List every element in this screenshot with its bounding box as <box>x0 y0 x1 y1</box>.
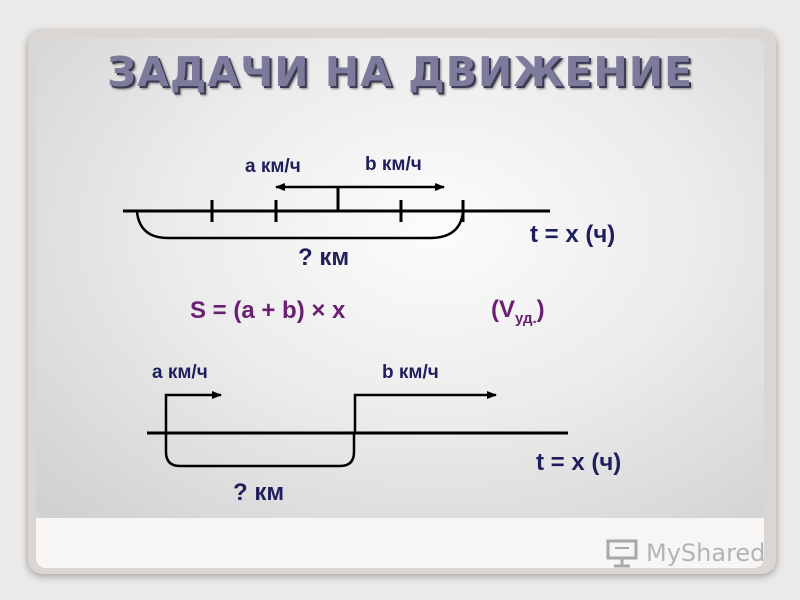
time-label: t = x (ч) <box>530 221 615 248</box>
object-b-path <box>353 391 497 433</box>
myshared-watermark: MyShared <box>606 538 765 568</box>
distance-label: ? км <box>298 244 349 271</box>
presentation-board-icon <box>606 539 638 568</box>
speed-b-label: b км/ч <box>365 154 422 175</box>
time-label-2: t = x (ч) <box>536 449 621 476</box>
distance-label-2: ? км <box>233 479 284 506</box>
distance-formula: S = (a + b) × x <box>190 297 346 324</box>
removal-speed-note: (Vуд.) <box>491 296 545 327</box>
speed-a-label-2: a км/ч <box>152 362 208 383</box>
speed-a-label: a км/ч <box>245 156 301 177</box>
slide-footer <box>36 518 764 568</box>
diagram-opposite-directions: a км/ч b км/ч t = x (ч) ? км <box>123 154 615 271</box>
speed-b-label-2: b км/ч <box>382 362 439 383</box>
object-a-path <box>164 391 222 433</box>
distance-bracket-1 <box>135 211 465 240</box>
slide-canvas <box>36 38 764 518</box>
distance-bracket-2 <box>164 433 356 468</box>
slide-title: ЗАДАЧИ НА ДВИЖЕНИЕ <box>106 48 694 96</box>
watermark-text: MyShared <box>646 539 766 567</box>
formula-group: S = (a + b) × x (Vуд.) <box>190 296 545 327</box>
diagram-apart-directions: a км/ч b км/ч t = x (ч) ? км <box>147 362 621 506</box>
